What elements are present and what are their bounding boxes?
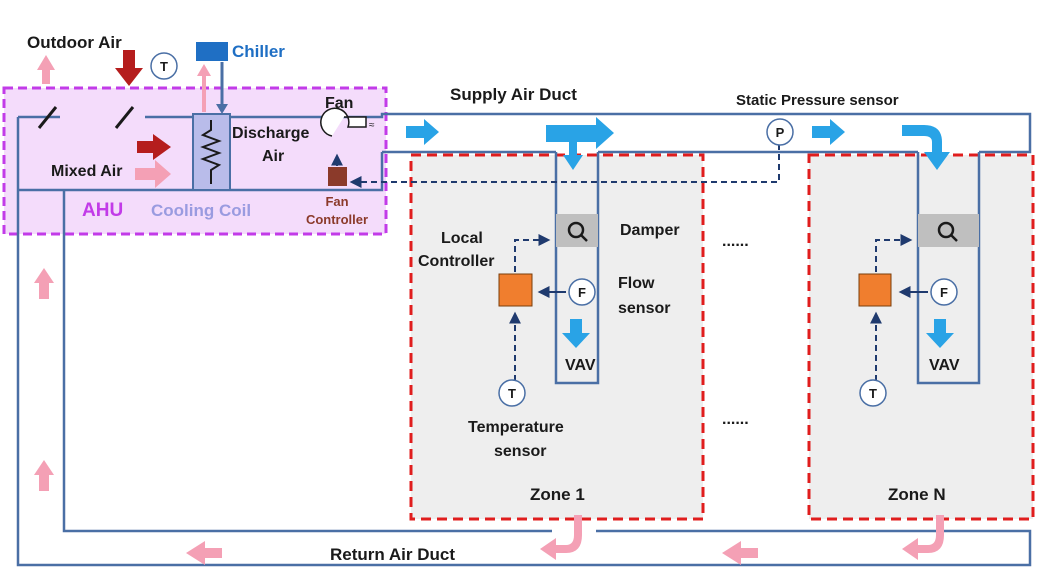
svg-text:T: T bbox=[869, 386, 877, 401]
label-static-pressure-sensor: Static Pressure sensor bbox=[736, 92, 899, 109]
svg-text:F: F bbox=[578, 285, 586, 300]
local-controller-n bbox=[858, 273, 892, 307]
sensor-outdoor-temp: T bbox=[150, 52, 178, 80]
label-cooling-coil: Cooling Coil bbox=[151, 201, 251, 220]
fan-controller bbox=[328, 167, 347, 186]
label-ellipsis-top: ...... bbox=[722, 233, 749, 250]
supply-arrows bbox=[406, 117, 954, 348]
label-zone-n: Zone N bbox=[888, 485, 946, 504]
label-mixed-air: Mixed Air bbox=[51, 163, 122, 180]
outdoor-air-arrows bbox=[115, 50, 171, 160]
label-flow: Flow bbox=[618, 275, 655, 292]
chiller-pipe-cold-head bbox=[216, 104, 228, 114]
vav-1-damper bbox=[556, 214, 598, 247]
zone-n-box bbox=[807, 153, 1035, 521]
label-ellipsis-bottom: ...... bbox=[722, 411, 749, 428]
label-return-air-duct: Return Air Duct bbox=[330, 545, 455, 564]
label-discharge-air: Air bbox=[262, 148, 284, 165]
local-controller-1 bbox=[498, 273, 533, 307]
sensor-flow-n: F bbox=[930, 278, 958, 306]
label-flow-sensor: sensor bbox=[618, 300, 670, 317]
sensor-temp-1: T bbox=[498, 379, 526, 407]
label-local-controller: Controller bbox=[418, 253, 494, 270]
sensor-flow-1: F bbox=[568, 278, 596, 306]
label-local: Local bbox=[441, 230, 483, 247]
label-chiller: Chiller bbox=[232, 42, 285, 61]
label-zone-1: Zone 1 bbox=[530, 485, 585, 504]
label-ahu: AHU bbox=[82, 200, 123, 221]
chiller-pipe-warm-head bbox=[197, 64, 211, 76]
label-fan-controller-2: Controller bbox=[306, 212, 368, 227]
outdoor-dampers bbox=[37, 106, 135, 129]
label-temperature-sensor: sensor bbox=[494, 443, 546, 460]
label-fan-controller-1: Fan bbox=[325, 194, 348, 209]
label-vav-1: VAV bbox=[565, 357, 596, 374]
svg-text:T: T bbox=[508, 386, 516, 401]
label-vav-n: VAV bbox=[929, 357, 960, 374]
label-damper: Damper bbox=[620, 222, 680, 239]
sensor-temp-n: T bbox=[859, 379, 887, 407]
svg-text:≈: ≈ bbox=[369, 120, 375, 131]
return-arrows bbox=[34, 55, 944, 565]
fan-icon: ≈ bbox=[320, 107, 375, 137]
label-discharge: Discharge bbox=[232, 125, 309, 142]
chiller-icon bbox=[196, 42, 228, 61]
svg-text:F: F bbox=[940, 285, 948, 300]
svg-text:T: T bbox=[160, 59, 168, 74]
label-fan: Fan bbox=[325, 95, 353, 112]
sensor-static-pressure: P bbox=[766, 118, 794, 146]
vav-n-damper bbox=[918, 214, 979, 247]
label-outdoor-air: Outdoor Air bbox=[27, 33, 122, 52]
label-temperature: Temperature bbox=[468, 419, 564, 436]
label-supply-air-duct: Supply Air Duct bbox=[450, 85, 577, 104]
coil-zigzag bbox=[200, 120, 222, 184]
svg-text:P: P bbox=[776, 125, 785, 140]
signal-lines bbox=[349, 144, 913, 381]
